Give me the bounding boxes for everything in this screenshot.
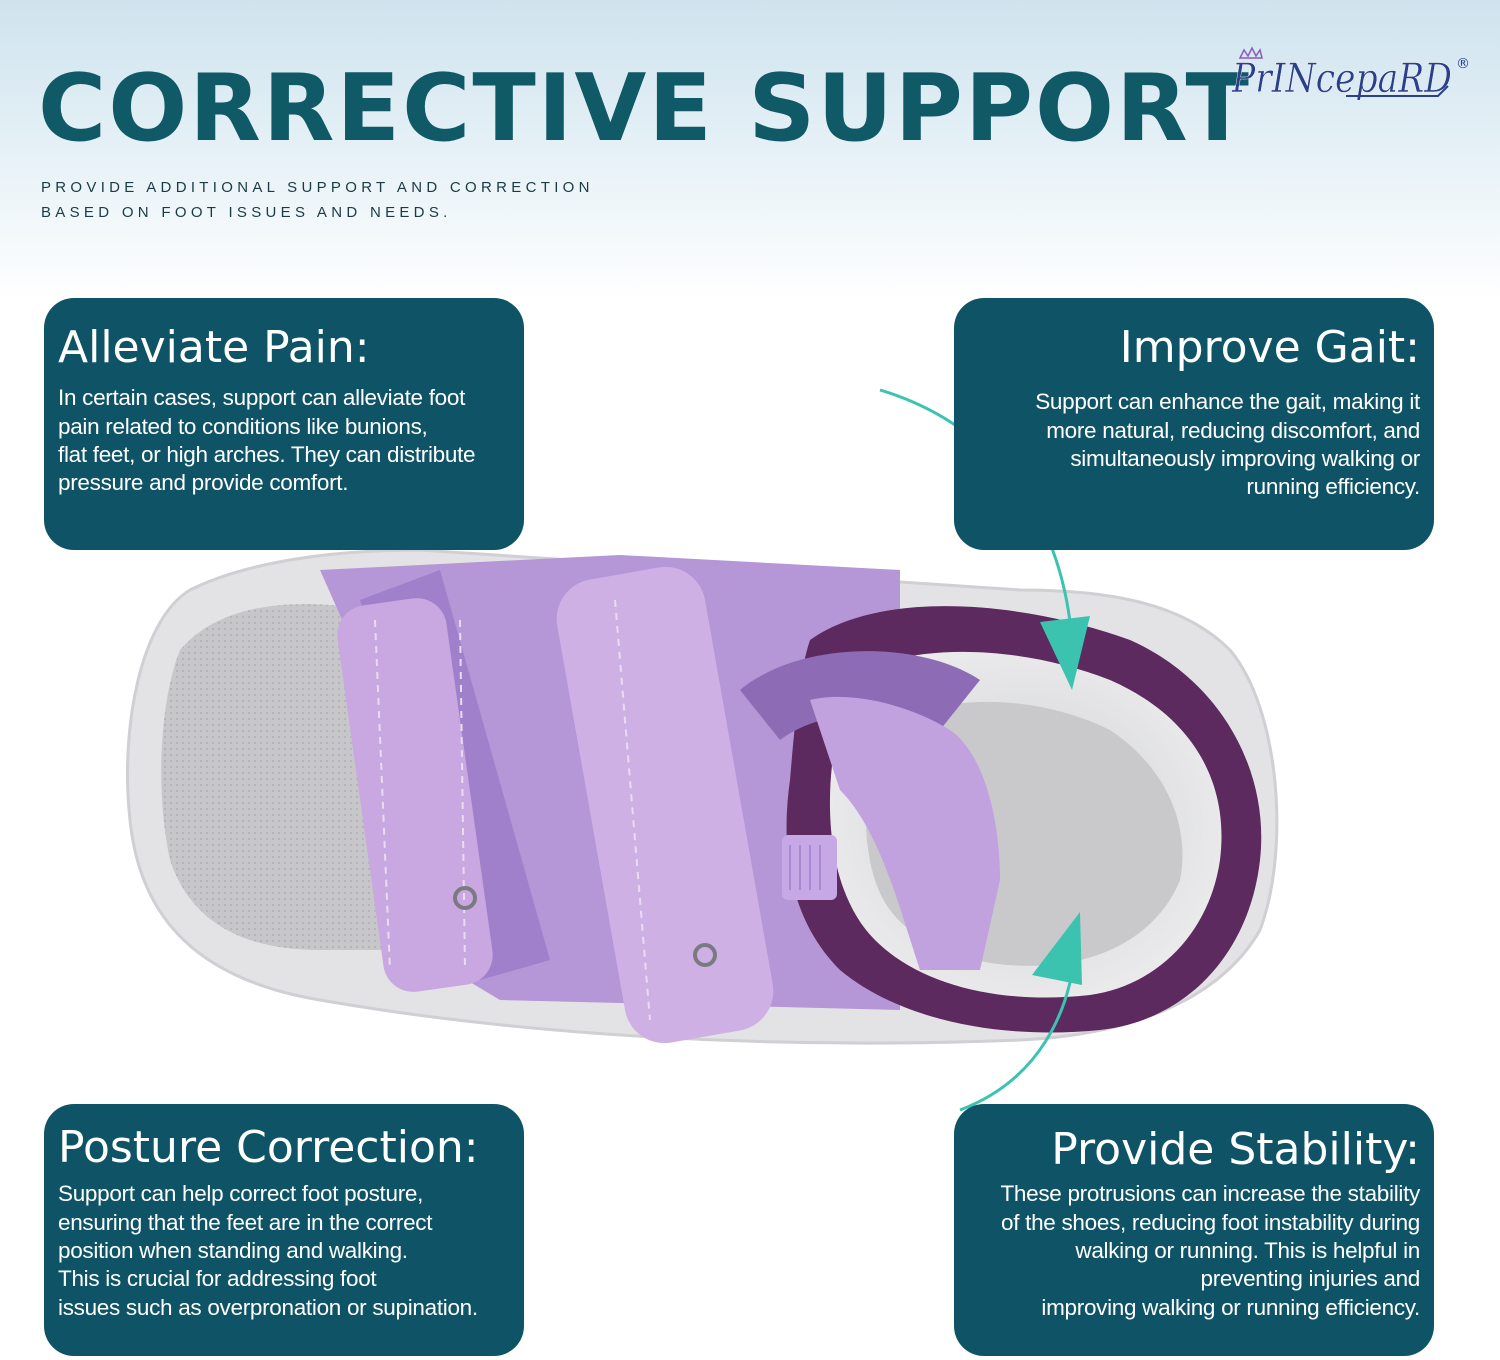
crown-icon	[1238, 46, 1263, 59]
card-body-line: flat feet, or high arches. They can dist…	[58, 441, 476, 467]
card-improve-gait: Improve Gait: Support can enhance the ga…	[954, 298, 1434, 550]
card-body-line: These protrusions can increase the stabi…	[1000, 1181, 1420, 1207]
ankle-strap	[740, 651, 1000, 970]
registered-mark: ®	[1456, 56, 1470, 72]
card-body: Support can help correct foot posture, e…	[58, 1180, 510, 1321]
card-body-line: preventing injuries and	[1200, 1266, 1421, 1292]
card-alleviate-pain: Alleviate Pain: In certain cases, suppor…	[44, 298, 524, 550]
brand-logo: PrINcepaRD ®	[1231, 46, 1470, 102]
card-body-line: of the shoes, reducing foot instability …	[1001, 1209, 1420, 1235]
card-body-line: Support can enhance the gait, making it	[1035, 389, 1420, 415]
card-body-line: This is crucial for addressing foot	[58, 1266, 377, 1292]
card-body-line: In certain cases, support can alleviate …	[58, 385, 466, 411]
subtitle-line-2: BASED ON FOOT ISSUES AND NEEDS.	[41, 204, 452, 221]
brand-logo-text: PrINcepaRD	[1231, 56, 1452, 102]
card-body: These protrusions can increase the stabi…	[968, 1180, 1420, 1321]
card-body-line: pressure and provide comfort.	[58, 470, 349, 496]
card-title: Improve Gait:	[1119, 322, 1420, 373]
card-provide-stability: Provide Stability: These protrusions can…	[954, 1104, 1434, 1356]
strap-1	[337, 598, 493, 992]
subtitle-line-1: PROVIDE ADDITIONAL SUPPORT AND CORRECTIO…	[41, 179, 594, 196]
card-body-line: ensuring that the feet are in the correc…	[58, 1209, 433, 1235]
shoe-illustration	[126, 548, 1279, 1045]
page-title: CORRECTIVE SUPPORT	[38, 54, 1251, 162]
card-body-line: position when standing and walking.	[58, 1237, 408, 1263]
card-body-line: issues such as overpronation or supinati…	[58, 1294, 478, 1320]
card-body-line: improving walking or running efficiency.	[1041, 1294, 1420, 1320]
card-body-line: walking or running. This is helpful in	[1075, 1237, 1420, 1263]
card-title: Posture Correction:	[58, 1122, 479, 1173]
card-body-line: Support can help correct foot posture,	[58, 1181, 424, 1207]
card-body: In certain cases, support can alleviate …	[58, 384, 510, 497]
card-body-line: more natural, reducing discomfort, and	[1046, 417, 1420, 443]
strap-2	[556, 566, 774, 1044]
card-body: Support can enhance the gait, making it …	[968, 388, 1420, 501]
card-body-line: simultaneously improving walking or	[1070, 445, 1420, 471]
card-title: Provide Stability:	[1051, 1124, 1420, 1175]
card-title: Alleviate Pain:	[58, 322, 370, 373]
card-body-line: running efficiency.	[1246, 474, 1420, 500]
card-body-line: pain related to conditions like bunions,	[58, 413, 428, 439]
card-posture-correction: Posture Correction: Support can help cor…	[44, 1104, 524, 1356]
